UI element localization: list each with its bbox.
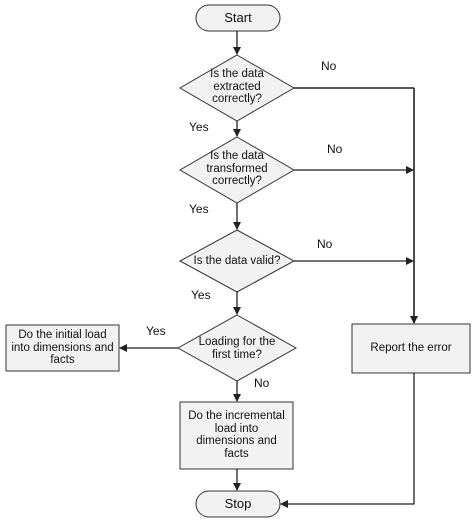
- edge-label-first-time-no: No: [254, 376, 270, 390]
- edge-label-transformed-yes: Yes: [189, 202, 209, 216]
- initial-load-label: Do the initial load into dimensions and …: [11, 329, 114, 366]
- edge-label-valid-no: No: [317, 237, 333, 251]
- edge-label-first-time-yes: Yes: [146, 324, 166, 338]
- edge-label-transformed-no: No: [327, 142, 343, 156]
- start-label: Start: [224, 10, 252, 25]
- report-error-label: Report the error: [370, 342, 452, 354]
- incremental-load-label: Do the incremental load into dimensions …: [188, 410, 285, 460]
- edge-label-valid-yes: Yes: [191, 288, 211, 302]
- report-error-box: [351, 323, 471, 374]
- stop-label: Stop: [224, 496, 252, 511]
- edge-label-extracted-yes: Yes: [189, 120, 209, 134]
- decision-first-time-label: Loading for the first time?: [198, 336, 276, 361]
- decision-transformed-label: Is the data transformed correctly?: [206, 150, 268, 187]
- decision-valid-label: Is the data valid?: [193, 255, 281, 267]
- start-terminal: [195, 4, 281, 32]
- incremental-load-box: [179, 401, 294, 470]
- decision-extracted-label: Is the data extracted correctly?: [210, 68, 264, 105]
- arrow-error-to-stop: [280, 373, 415, 508]
- edge-label-extracted-no: No: [321, 59, 337, 73]
